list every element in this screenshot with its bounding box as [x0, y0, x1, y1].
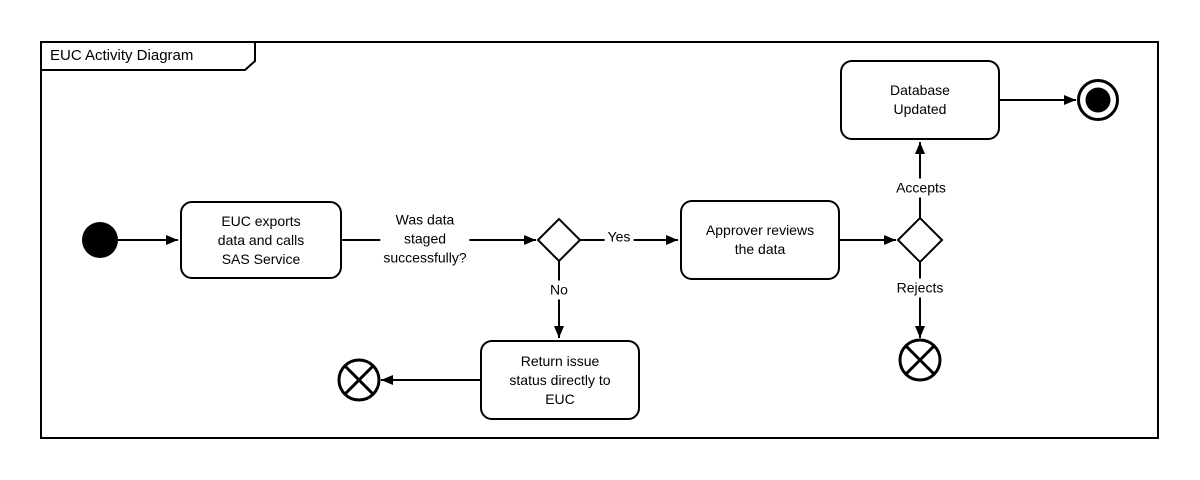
task-text-line: status directly to — [509, 371, 611, 388]
frame-label-tab — [40, 41, 256, 71]
task-text-line: EUC — [545, 390, 575, 407]
edge-label-no: No — [547, 280, 571, 300]
edge-label-line: Was data — [395, 211, 455, 228]
edge-label-rejects: Rejects — [893, 278, 947, 298]
edge-label-yes: Yes — [604, 227, 634, 247]
task-text-line: data and calls — [217, 231, 305, 248]
cancel-event-rejected — [898, 338, 942, 382]
task-text-line: EUC exports — [221, 212, 301, 229]
task-database-updated: Database Updated — [840, 60, 1000, 140]
end-event-inner-dot — [1085, 87, 1111, 113]
task-return-issue: Return issue status directly to EUC — [480, 340, 640, 420]
task-text-line: Updated — [893, 101, 947, 117]
task-text-line: the data — [734, 241, 786, 257]
cancel-event-return-issue — [337, 358, 381, 402]
edge-label-accepts: Accepts — [893, 178, 949, 198]
start-event-node — [82, 222, 118, 258]
edge-label-staged-question: Was data staged successfully? — [380, 210, 470, 268]
task-text-line: Database — [890, 82, 950, 98]
task-text-line: SAS Service — [221, 250, 301, 267]
frame-title: EUC Activity Diagram — [50, 47, 194, 64]
approval-gateway-diamond — [896, 216, 944, 264]
edge-label-line: successfully? — [383, 249, 467, 266]
edge-label-line: staged — [403, 230, 447, 247]
task-approver-reviews: Approver reviews the data — [680, 200, 840, 280]
staged-gateway-diamond — [536, 217, 582, 263]
task-text-line: Approver reviews — [705, 222, 815, 238]
task-text-line: Return issue — [520, 352, 600, 369]
task-euc-exports: EUC exports data and calls SAS Service — [180, 201, 342, 279]
